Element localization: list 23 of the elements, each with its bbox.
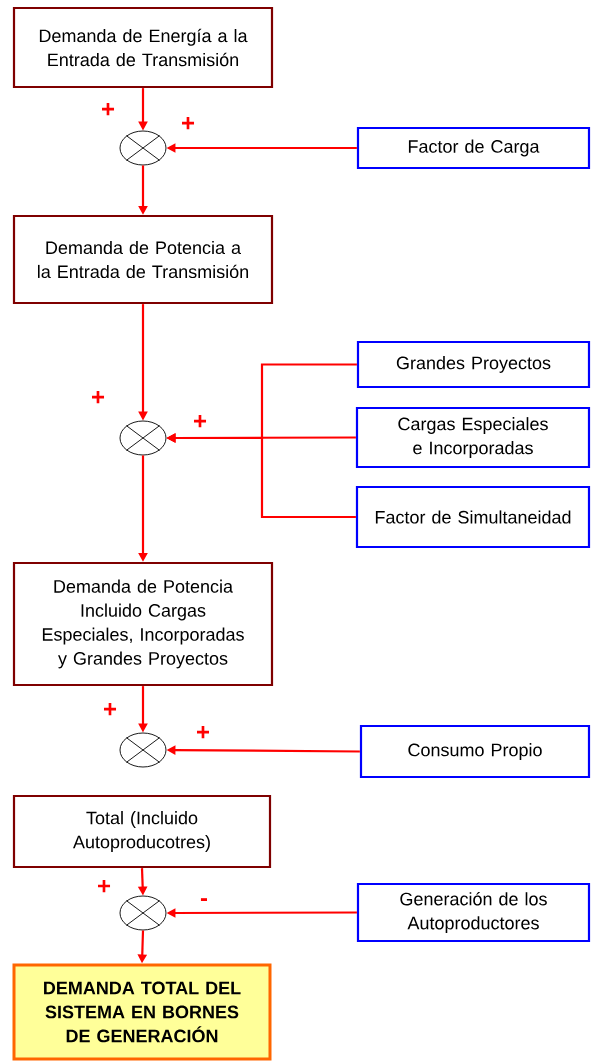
- input-box: Factor de Simultaneidad: [355, 485, 591, 549]
- sign-label: +: [98, 879, 110, 893]
- sign-label: +: [92, 391, 104, 404]
- summing-junction: [119, 895, 167, 931]
- process-box: Demanda de Potencia a la Entrada de Transmisión: [12, 214, 274, 305]
- sign-label: +: [182, 117, 194, 130]
- input-box: Generación de los Autoproductores: [356, 882, 591, 943]
- input-box: Grandes Proyectos: [356, 340, 591, 389]
- input-box: Factor de Carga: [356, 126, 591, 170]
- sign-label: +: [102, 103, 114, 116]
- sign-label: +: [104, 702, 116, 716]
- sign-label: +: [194, 415, 206, 428]
- process-box: Total (Incluido Autoproducotres): [12, 794, 272, 869]
- process-box: Demanda de Potencia Incluido Cargas Especiales, Incorporadas y Grandes Proyectos: [12, 561, 274, 687]
- summing-junction: [119, 420, 167, 456]
- result-box: DEMANDA TOTAL DEL SISTEMA EN BORNES DE GENERACIÓN: [12, 963, 272, 1061]
- input-box: Consumo Propio: [359, 724, 591, 779]
- summing-junction: [119, 732, 167, 768]
- summing-junction: [119, 130, 167, 166]
- sign-label: -: [200, 898, 208, 902]
- process-box: Demanda de Energía a la Entrada de Transmisión: [12, 6, 274, 89]
- sign-label: +: [197, 725, 209, 739]
- input-box: Cargas Especiales e Incorporadas: [355, 406, 591, 469]
